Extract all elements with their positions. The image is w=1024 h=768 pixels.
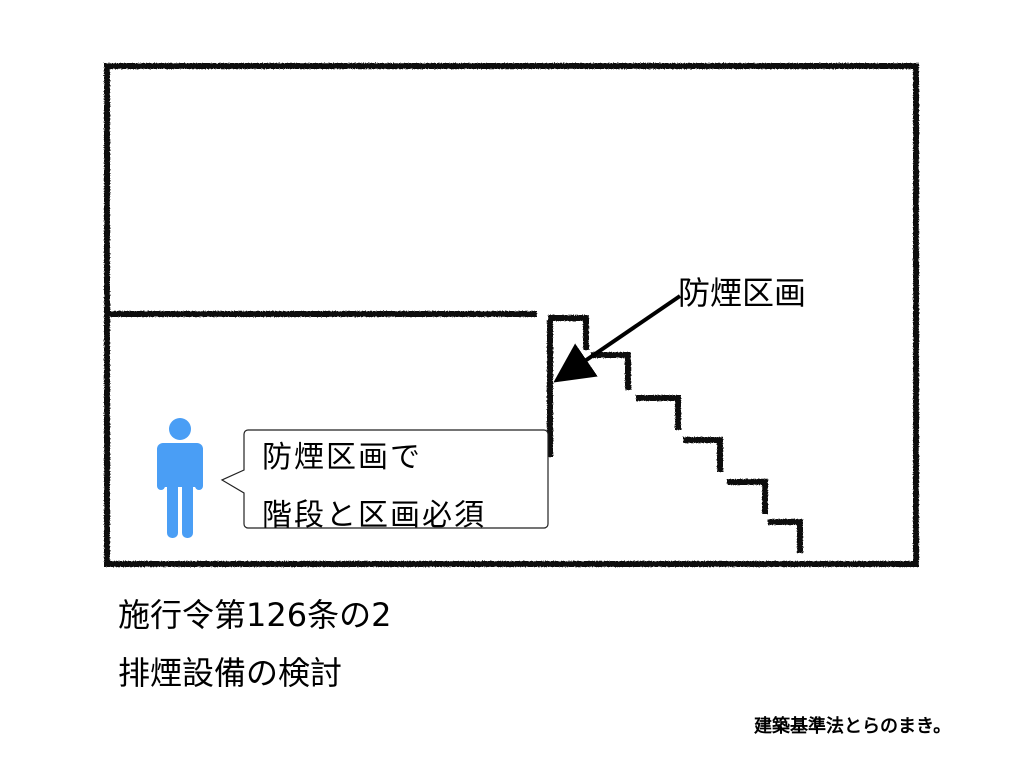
bubble-text-line1: 防煙区画で	[262, 440, 422, 475]
pointer-arrow	[553, 294, 682, 383]
title-line2: 排煙設備の検討	[118, 654, 343, 692]
speech-bubble	[220, 429, 549, 529]
credit-text: 建築基準法とらのまき。	[754, 716, 952, 737]
person-icon	[157, 418, 203, 538]
bubble-text-line2: 階段と区画必須	[262, 498, 486, 533]
smoke-compartment-label: 防煙区画	[678, 274, 807, 312]
staircase-steps	[548, 315, 803, 553]
title-line1: 施行令第126条の2	[118, 596, 392, 634]
staircase	[548, 315, 589, 350]
